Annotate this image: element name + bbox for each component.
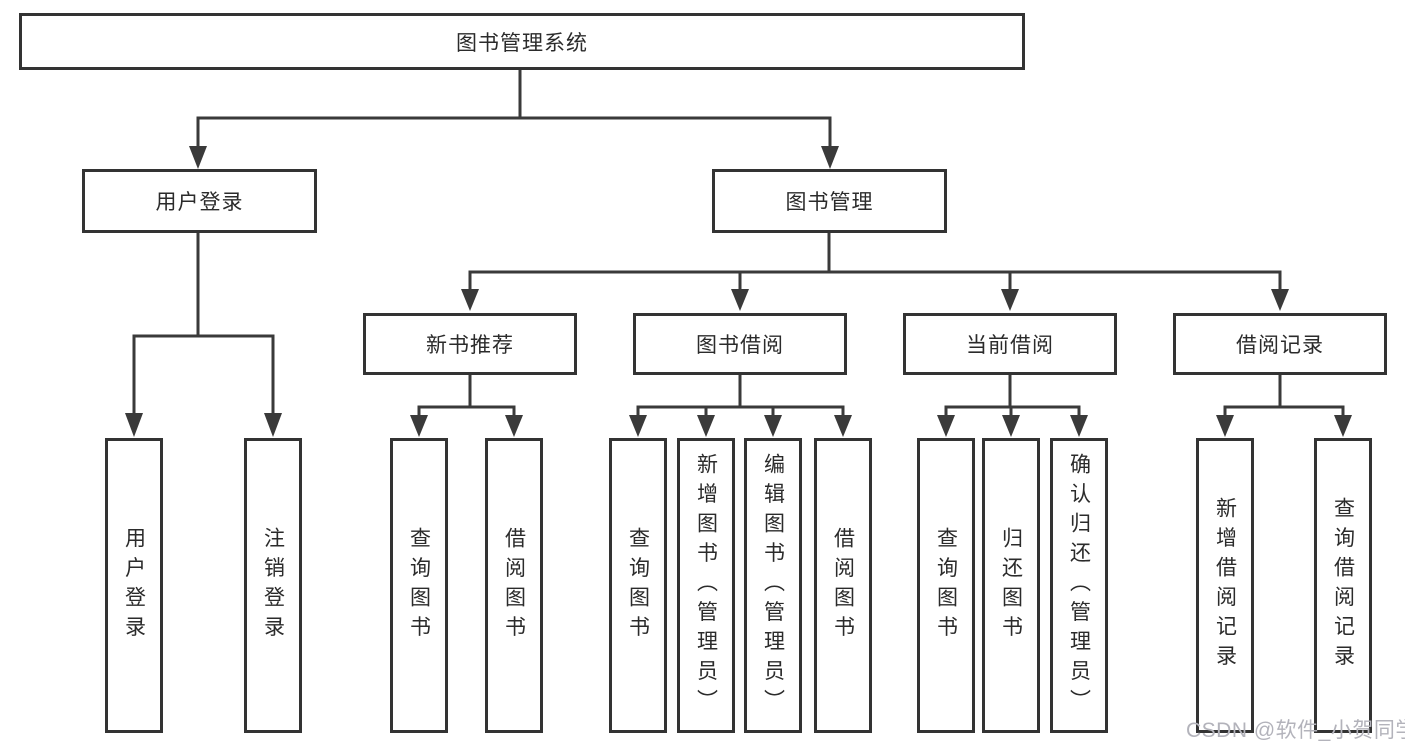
- arrowhead: [937, 415, 955, 437]
- leaf-confirm-return-admin: 确认归还（管理员）: [1050, 438, 1108, 733]
- node-label: 查询图书: [407, 526, 431, 645]
- arrowhead: [1070, 415, 1088, 437]
- arrowhead: [1001, 289, 1019, 311]
- leaf-query-books: 查询图书: [390, 438, 448, 733]
- node-label: 借阅图书: [502, 526, 526, 645]
- node-label: 借阅图书: [831, 526, 855, 645]
- arrowhead: [410, 415, 428, 437]
- arrowhead: [834, 415, 852, 437]
- node-book-management: 图书管理: [712, 169, 947, 233]
- node-label: 注销登录: [261, 526, 285, 645]
- csdn-watermark: CSDN @软件_小贺同学: [1186, 719, 1405, 742]
- node-label: 新书推荐: [426, 334, 514, 357]
- arrowhead: [1216, 415, 1234, 437]
- leaf-query-books: 查询图书: [917, 438, 975, 733]
- node-label: 当前借阅: [966, 334, 1054, 357]
- node-label: 归还图书: [999, 526, 1023, 645]
- arrowhead: [505, 415, 523, 437]
- node-label: 编辑图书（管理员）: [761, 452, 785, 719]
- node-new-book-recommend: 新书推荐: [363, 313, 577, 375]
- arrowhead: [697, 415, 715, 437]
- arrowhead: [264, 413, 282, 437]
- node-label: 图书管理: [785, 191, 874, 214]
- node-label: 用户登录: [122, 526, 146, 645]
- arrowhead: [461, 289, 479, 311]
- arrowhead: [1271, 289, 1289, 311]
- node-library-system: 图书管理系统: [19, 13, 1025, 70]
- arrowhead: [189, 146, 207, 169]
- node-user-login: 用户登录: [82, 169, 317, 233]
- leaf-add-books-admin: 新增图书（管理员）: [677, 438, 735, 733]
- arrowhead: [125, 413, 143, 437]
- leaf-edit-books-admin: 编辑图书（管理员）: [744, 438, 802, 733]
- leaf-logout: 注销登录: [244, 438, 302, 733]
- arrowhead: [1002, 415, 1020, 437]
- node-borrowing-records: 借阅记录: [1173, 313, 1387, 375]
- leaf-return-books: 归还图书: [982, 438, 1040, 733]
- leaf-query-borrow-record: 查询借阅记录: [1314, 438, 1372, 733]
- node-label: 用户登录: [155, 191, 244, 214]
- node-label: 借阅记录: [1236, 334, 1324, 357]
- node-label: 图书管理系统: [456, 31, 588, 55]
- node-book-borrowing: 图书借阅: [633, 313, 847, 375]
- node-label: 新增图书（管理员）: [694, 452, 718, 719]
- node-label: 查询图书: [934, 526, 958, 645]
- node-label: 查询借阅记录: [1331, 497, 1355, 674]
- arrowhead: [731, 289, 749, 311]
- leaf-query-books: 查询图书: [609, 438, 667, 733]
- arrowhead: [629, 415, 647, 437]
- leaf-borrow-books: 借阅图书: [485, 438, 543, 733]
- node-label: 确认归还（管理员）: [1067, 452, 1091, 719]
- node-label: 查询图书: [626, 526, 650, 645]
- node-current-borrowing: 当前借阅: [903, 313, 1117, 375]
- leaf-borrow-books: 借阅图书: [814, 438, 872, 733]
- arrowhead: [764, 415, 782, 437]
- arrowhead: [1334, 415, 1352, 437]
- leaf-add-borrow-record: 新增借阅记录: [1196, 438, 1254, 733]
- arrowhead: [821, 146, 839, 169]
- leaf-user-login: 用户登录: [105, 438, 163, 733]
- node-label: 新增借阅记录: [1213, 497, 1237, 674]
- node-label: 图书借阅: [696, 334, 784, 357]
